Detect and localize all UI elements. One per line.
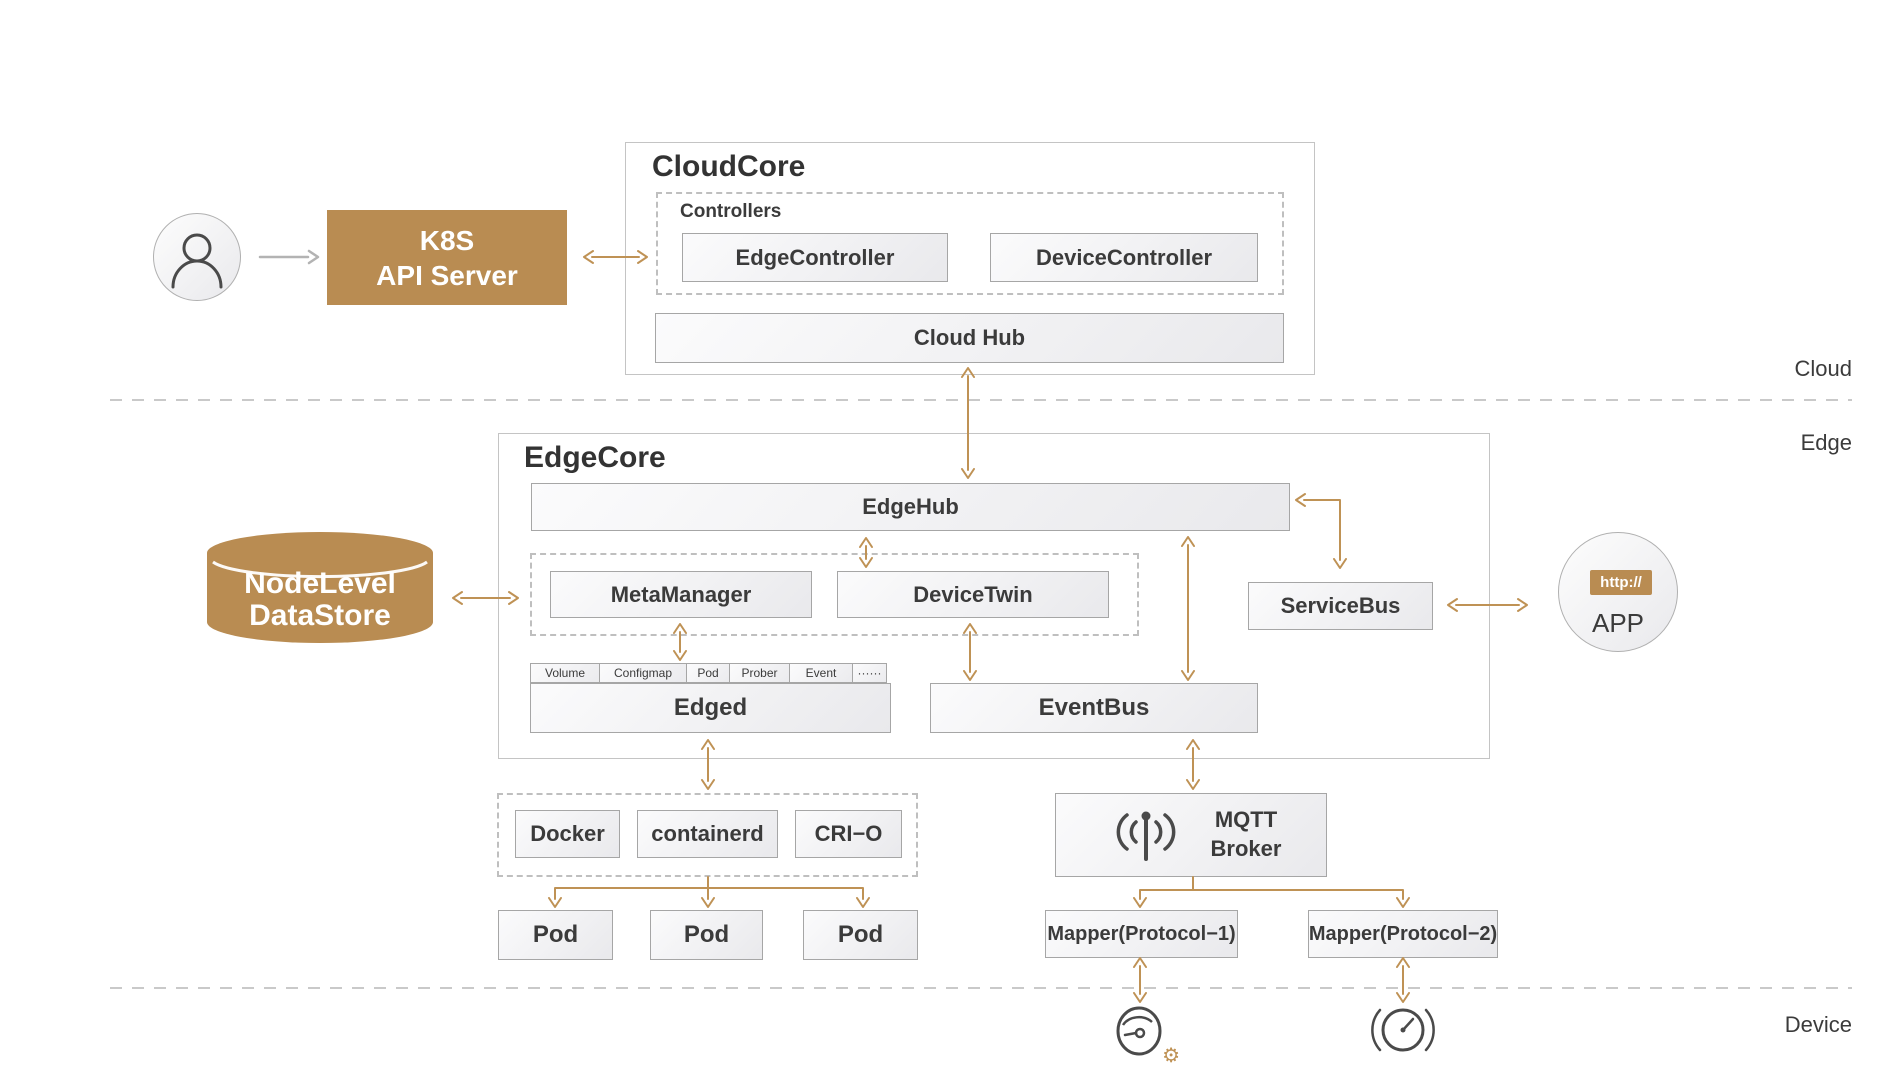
k8s-line2: API Server xyxy=(376,259,518,291)
app-http-badge: http:// xyxy=(1590,570,1652,595)
k8s-line1: K8S xyxy=(419,224,475,256)
pod-box-3: Pod xyxy=(803,910,918,960)
datastore-label: NodeLevel DataStore xyxy=(205,567,435,633)
edge-device-divider xyxy=(110,987,1852,989)
layer-label-device: Device xyxy=(1784,1012,1852,1037)
mqtt-line2: Broker xyxy=(1210,836,1282,861)
edged-tab-configmap: Configmap xyxy=(599,663,687,683)
modules-dashed-box xyxy=(530,553,1139,636)
edgecore-title: EdgeCore xyxy=(524,441,666,474)
controllers-dashed-box xyxy=(656,192,1284,295)
pod-box-1: Pod xyxy=(498,910,613,960)
cloud-edge-divider xyxy=(110,399,1852,401)
layer-label-edge: Edge xyxy=(1800,430,1852,455)
arrow-runtimes-pods-branch xyxy=(548,876,870,908)
edged-tab-row: Volume Configmap Pod Prober Event ······ xyxy=(530,663,891,683)
devicecontroller-box: DeviceController xyxy=(990,233,1258,282)
devicetwin-box: DeviceTwin xyxy=(837,571,1109,618)
mapper1-box: Mapper(Protocol−1) xyxy=(1045,910,1238,958)
device2-gauge-icon xyxy=(1368,1000,1438,1066)
edged-tab-more: ······ xyxy=(852,663,887,683)
gear-icon: ⚙ xyxy=(1162,1045,1180,1067)
mqtt-line1: MQTT xyxy=(1214,807,1278,833)
mqtt-broker-box: MQTT Broker xyxy=(1055,793,1327,877)
cloudhub-box: Cloud Hub xyxy=(655,313,1284,363)
metamanager-box: MetaManager xyxy=(550,571,812,618)
edgehub-box: EdgeHub xyxy=(531,483,1290,531)
layer-label-cloud: Cloud xyxy=(1794,356,1852,381)
device1-gauge-icon: ⚙ xyxy=(1106,1000,1180,1068)
crio-box: CRI−O xyxy=(795,810,902,858)
eventbus-box: EventBus xyxy=(930,683,1258,733)
edged-box: Edged xyxy=(530,683,891,733)
arrow-mapper1-device1 xyxy=(1133,957,1147,1003)
edged-tab-event: Event xyxy=(789,663,853,683)
servicebus-box: ServiceBus xyxy=(1248,582,1433,630)
containerd-box: containerd xyxy=(637,810,778,858)
app-label: APP xyxy=(1591,608,1645,638)
k8s-api-server-box: K8S API Server xyxy=(327,210,567,305)
docker-box: Docker xyxy=(515,810,620,858)
datastore-line2: DataStore xyxy=(249,599,391,633)
datastore-line1: NodeLevel xyxy=(244,567,396,600)
edged-tab-pod: Pod xyxy=(686,663,730,683)
edgecontroller-box: EdgeController xyxy=(682,233,948,282)
arrow-mqtt-mappers-branch xyxy=(1133,876,1410,908)
edged-tab-volume: Volume xyxy=(530,663,600,683)
antenna-icon xyxy=(1101,799,1191,871)
mapper2-box: Mapper(Protocol−2) xyxy=(1308,910,1498,958)
nodelevel-datastore-cylinder xyxy=(205,530,435,645)
edged-tab-prober: Prober xyxy=(729,663,790,683)
cloudcore-title: CloudCore xyxy=(652,150,806,183)
arrow-mapper2-device2 xyxy=(1396,957,1410,1003)
user-icon xyxy=(153,213,241,301)
user-circle xyxy=(153,213,241,301)
controllers-label: Controllers xyxy=(680,201,782,222)
arrow-user-to-k8s xyxy=(258,249,320,265)
pod-box-2: Pod xyxy=(650,910,763,960)
